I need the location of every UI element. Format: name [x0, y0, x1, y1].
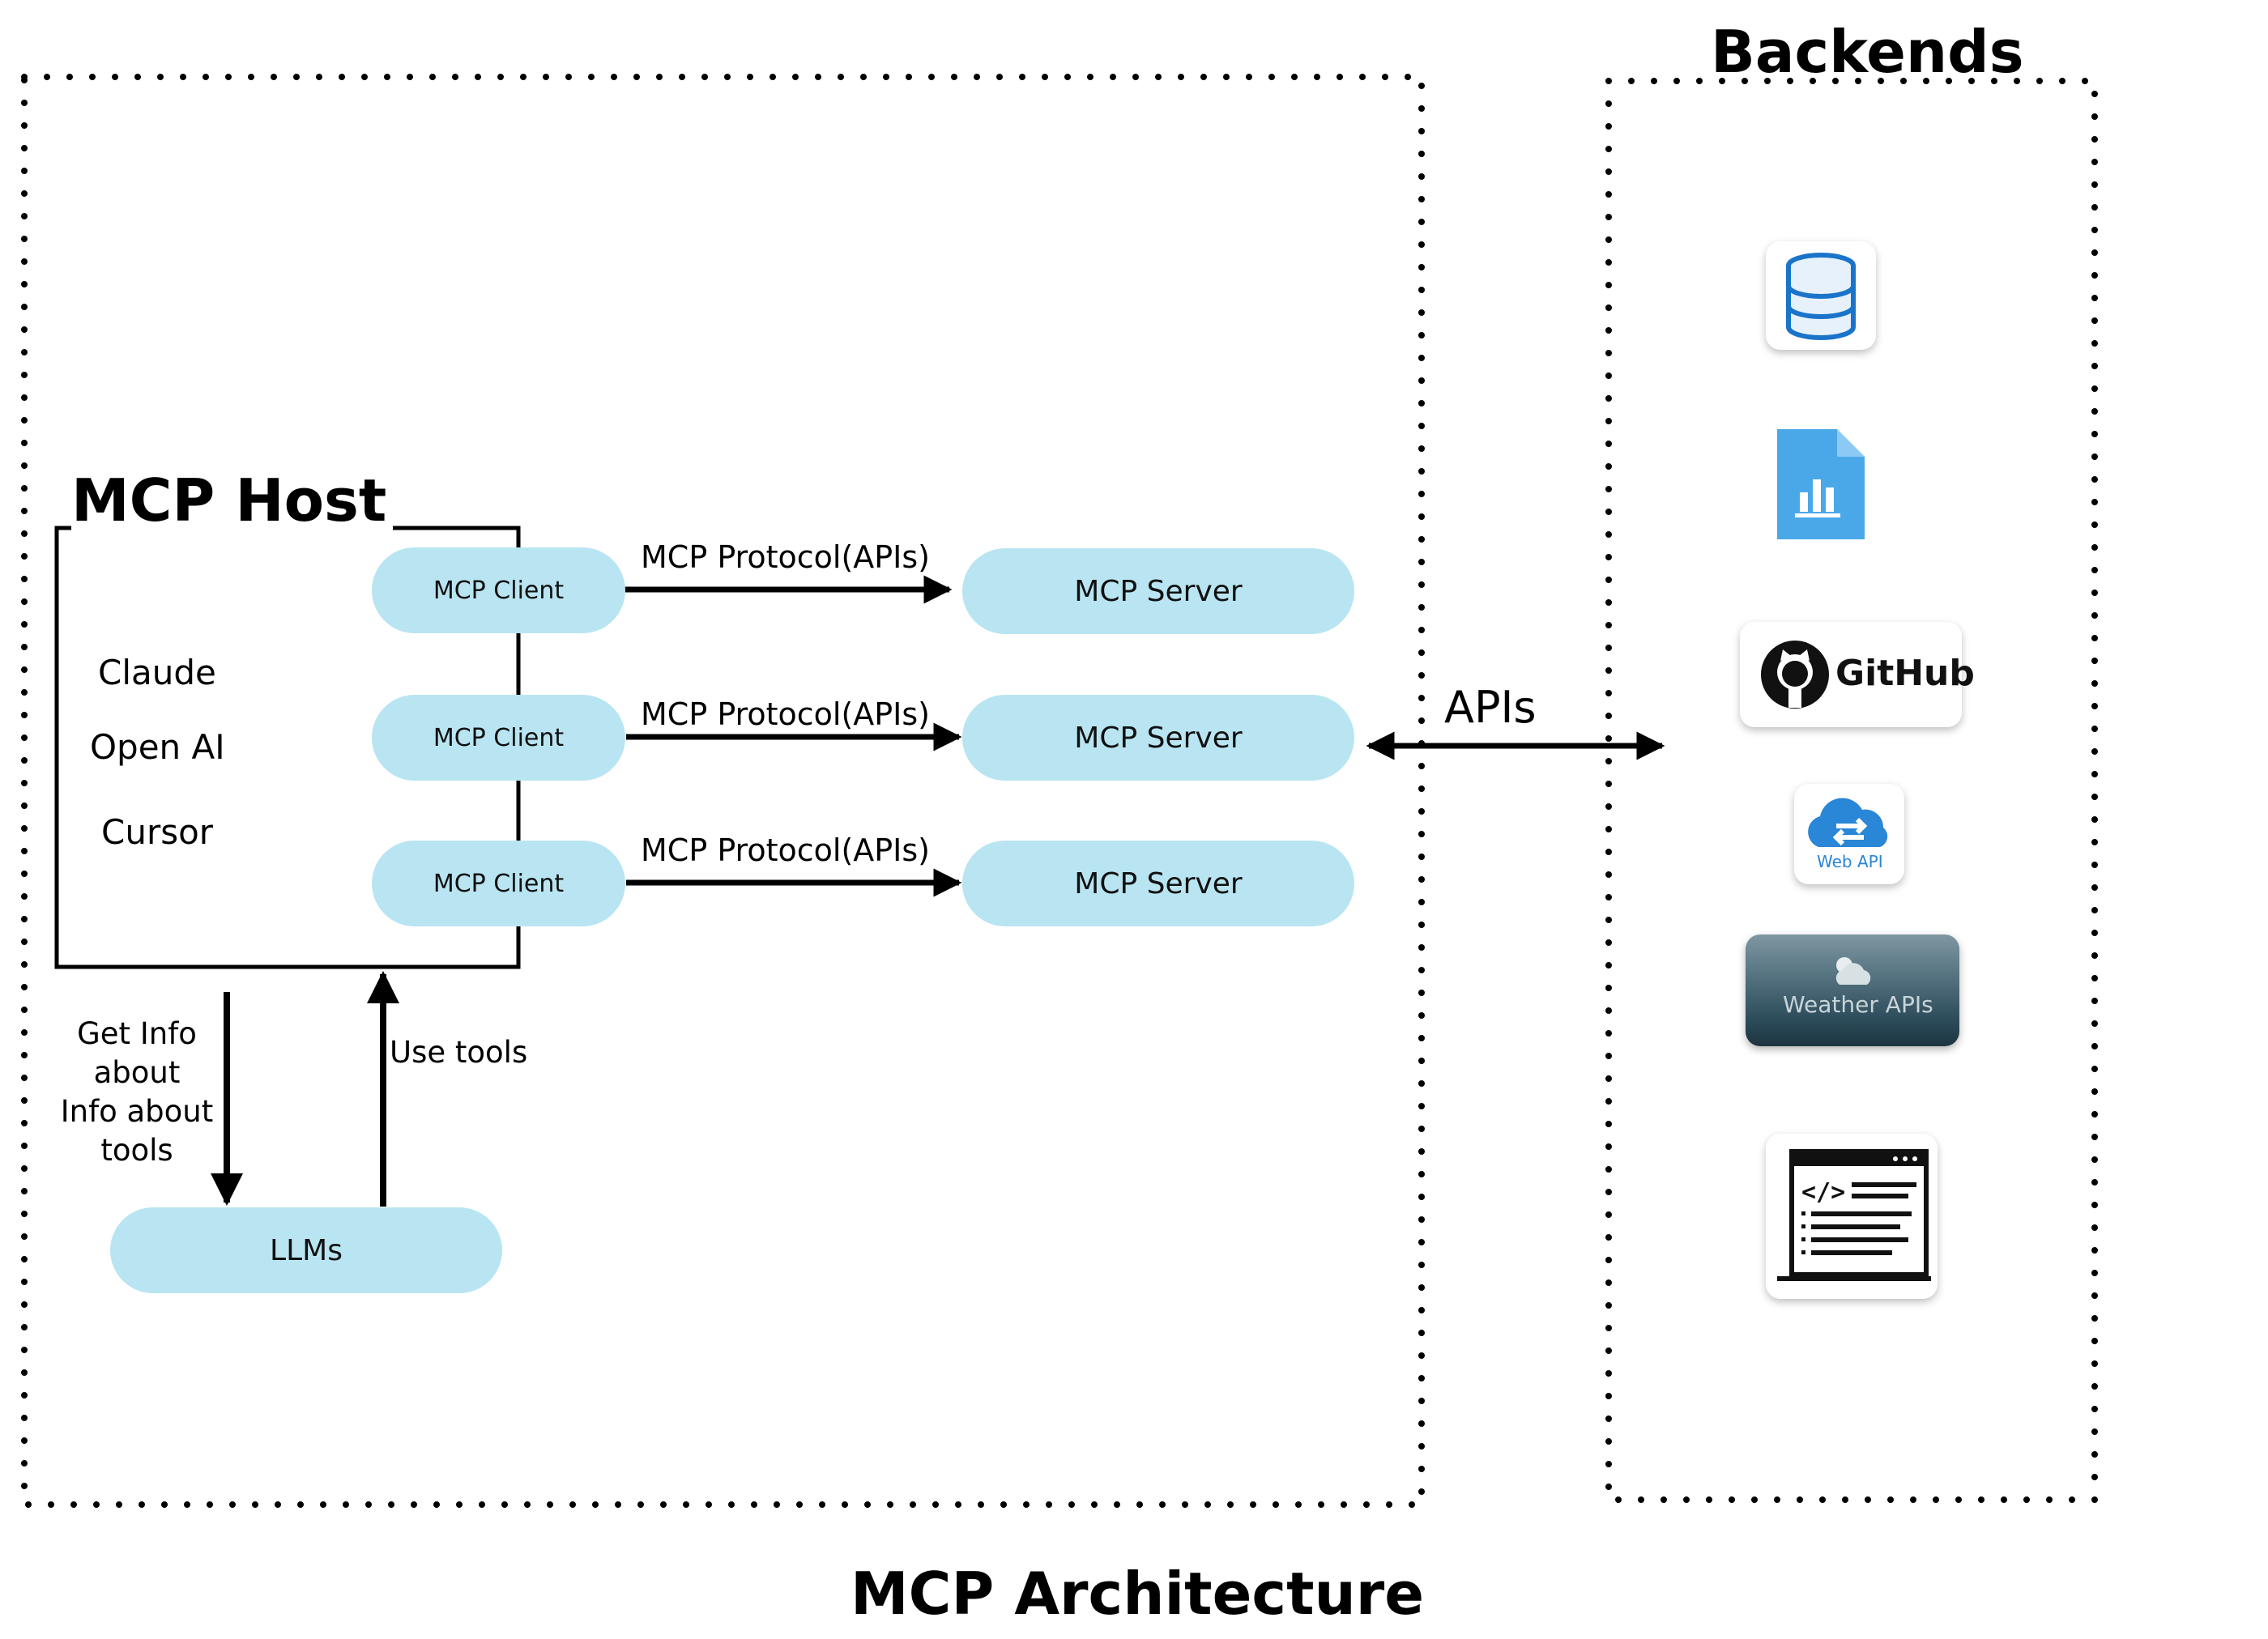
code-editor-glyph: </> — [1777, 1149, 1931, 1281]
host-app-cursor: Cursor — [101, 812, 214, 852]
diagram-title: MCP Architecture — [850, 1560, 1425, 1628]
github-icon[interactable]: GitHub — [1740, 622, 1975, 727]
sun-cloud-glyph — [1835, 957, 1871, 985]
protocol-label-3: MCP Protocol(APIs) — [641, 832, 931, 868]
host-app-openai: Open AI — [90, 727, 225, 767]
database-glyph — [1786, 253, 1856, 340]
get-info-label: Get Info about Info about tools — [52, 1015, 222, 1170]
protocol-label-1: MCP Protocol(APIs) — [641, 539, 931, 575]
mcp-client-2[interactable]: MCP Client — [372, 695, 625, 781]
database-icon[interactable] — [1766, 241, 1876, 350]
svg-text:</>: </> — [1801, 1178, 1845, 1207]
get-info-line-2: about — [93, 1055, 181, 1090]
get-info-line-1: Get Info — [77, 1016, 197, 1051]
code-editor-icon[interactable]: </> — [1766, 1134, 1938, 1299]
backends-title: Backends — [1711, 18, 2024, 86]
architecture-boundary — [21, 74, 1425, 1508]
mcp-server-3[interactable]: MCP Server — [962, 841, 1354, 926]
mcp-client-3[interactable]: MCP Client — [372, 841, 625, 926]
host-app-claude: Claude — [98, 653, 216, 692]
mcp-server-2[interactable]: MCP Server — [962, 695, 1354, 781]
report-file-icon[interactable] — [1777, 429, 1865, 539]
web-api-label: Web API — [1817, 852, 1883, 871]
weather-label: Weather APIs — [1783, 991, 1933, 1018]
host-title: MCP Host — [71, 466, 394, 534]
get-info-line-3: Info about — [60, 1094, 214, 1129]
github-label: GitHub — [1835, 653, 1975, 694]
mcp-server-1[interactable]: MCP Server — [962, 548, 1354, 634]
weather-api-icon[interactable]: Weather APIs — [1746, 934, 1959, 1046]
llms-node[interactable]: LLMs — [110, 1207, 502, 1293]
mcp-client-1[interactable]: MCP Client — [372, 547, 625, 633]
apis-label: APIs — [1444, 682, 1537, 733]
web-api-cloud-icon[interactable]: Web API — [1794, 784, 1904, 884]
protocol-label-2: MCP Protocol(APIs) — [641, 696, 931, 732]
get-info-line-4: tools — [100, 1133, 173, 1168]
report-file-glyph — [1777, 429, 1865, 539]
use-tools-label: Use tools — [390, 1035, 528, 1070]
github-octocat-glyph — [1761, 641, 1829, 709]
cloud-glyph — [1808, 798, 1888, 847]
